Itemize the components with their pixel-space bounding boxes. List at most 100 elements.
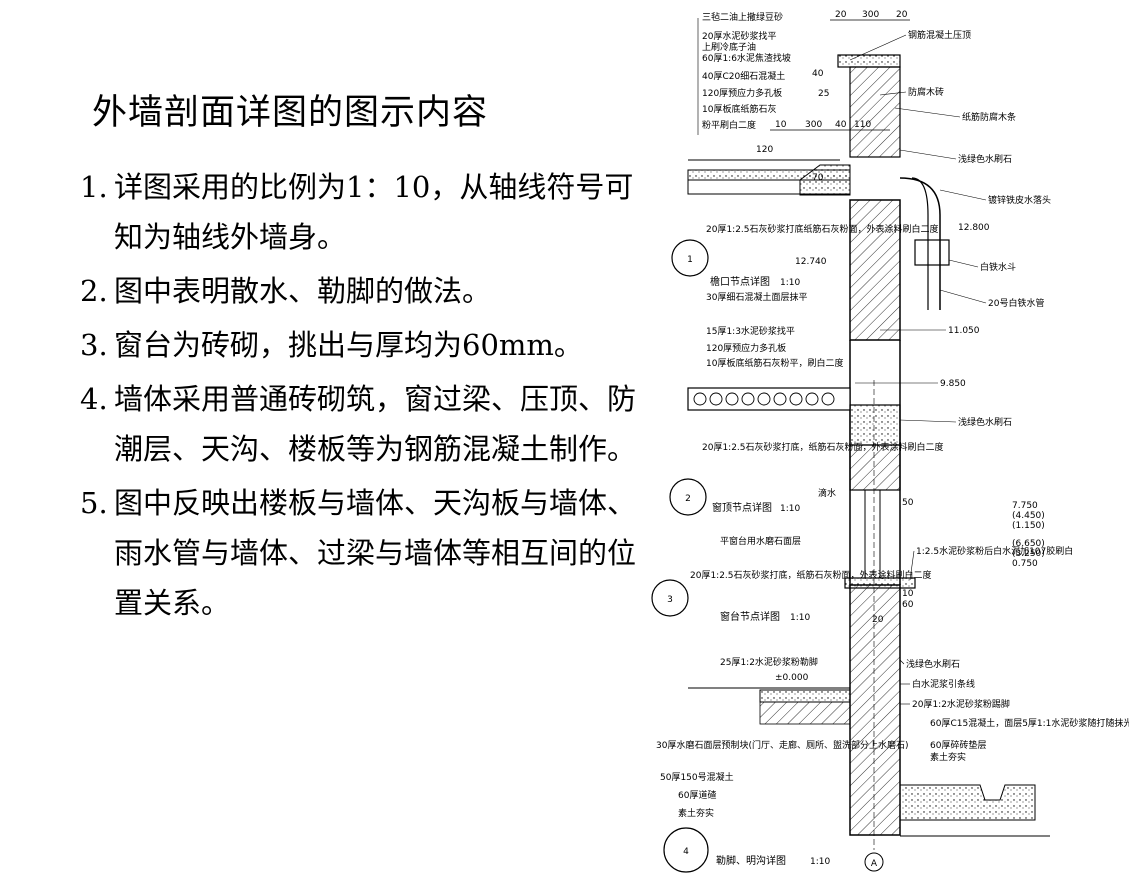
rain-hopper bbox=[914, 239, 950, 266]
detail-title: 窗台节点详图 bbox=[720, 610, 780, 623]
elevation-label: 11.050 bbox=[948, 326, 980, 336]
annotation: 60厚1:6水泥焦渣找坡 bbox=[702, 52, 791, 64]
dimension-label: 300 bbox=[805, 120, 822, 130]
annotation: 20厚1:2.5石灰砂浆打底纸筋石灰粉面，外表涂料刷白二度 bbox=[706, 223, 939, 235]
annotation: 30厚细石混凝土面层抹平 bbox=[706, 291, 807, 303]
dimension-label: 25 bbox=[818, 89, 829, 99]
detail-number: 3 bbox=[667, 595, 673, 605]
elevation-label: 12.740 bbox=[795, 257, 827, 267]
parapet bbox=[849, 66, 901, 158]
annotation: 20号白铁水管 bbox=[988, 297, 1044, 309]
dimension-label: 20 bbox=[872, 615, 884, 625]
left-annotations: 三毡二油上撒绿豆砂 20厚水泥砂浆找平 上刷冷底子油 60厚1:6水泥焦渣找坡 … bbox=[656, 11, 944, 819]
elevation-label: (4.450) bbox=[1012, 511, 1045, 521]
item-number: 4. bbox=[80, 382, 108, 416]
annotation: 1:2.5水泥砂浆粉后白水泥加107胶刷白 bbox=[916, 545, 1073, 557]
detail-circle-4 bbox=[663, 827, 709, 873]
dimension-label: 70 bbox=[812, 173, 824, 183]
annotation: 40厚C20细石混凝土 bbox=[702, 70, 785, 82]
detail-circle-2 bbox=[669, 478, 707, 516]
downpipe bbox=[899, 177, 941, 310]
list-item: 5.图中反映出楼板与墙体、天沟板与墙体、雨水管与墙体、过梁与墙体等相互间的位置关… bbox=[80, 478, 640, 628]
elevation-label: ±0.000 bbox=[775, 673, 809, 683]
annotation: 10厚板底纸筋石灰 bbox=[702, 103, 776, 115]
annotation: 滴水 bbox=[818, 487, 836, 499]
detail-title: 勒脚、明沟详图 bbox=[716, 854, 786, 867]
dimension-label: 300 bbox=[862, 10, 879, 20]
right-annotations: 钢筋混凝土压顶 防腐木砖 纸筋防腐木条 浅绿色水刷石 镀锌铁皮水落头 白铁水斗 … bbox=[906, 29, 1129, 763]
elevation-label: 7.750 bbox=[1012, 501, 1038, 511]
dimension-label: 40 bbox=[835, 120, 847, 130]
ground-floor bbox=[759, 689, 851, 703]
list-item: 1.详图采用的比例为1：10，从轴线符号可知为轴线外墙身。 bbox=[80, 162, 640, 262]
coping bbox=[837, 54, 901, 68]
annotation: 白铁水斗 bbox=[980, 261, 1016, 273]
item-number: 2. bbox=[80, 274, 108, 308]
annotation: 纸筋防腐木条 bbox=[962, 111, 1016, 123]
dimension-label: 110 bbox=[854, 120, 871, 130]
brick-wall-lower bbox=[849, 584, 901, 836]
detail-circle-1 bbox=[671, 239, 709, 277]
annotation: 30厚水磨石面层预制块(门厅、走廊、厕所、盥洗部分上水磨石) bbox=[656, 739, 908, 751]
annotation: 平窗台用水磨石面层 bbox=[720, 535, 801, 547]
detail-circle-3 bbox=[651, 579, 689, 617]
annotation: 素土夯实 bbox=[930, 751, 966, 763]
detail-title: 檐口节点详图 bbox=[710, 275, 770, 288]
annotation: 浅绿色水刷石 bbox=[958, 416, 1012, 428]
annotation: 镀锌铁皮水落头 bbox=[988, 194, 1051, 206]
item-text: 窗台为砖砌，挑出与厚均为60mm。 bbox=[114, 328, 583, 362]
elevation-label: (3.250) bbox=[1012, 549, 1045, 559]
list-item: 3.窗台为砖砌，挑出与厚均为60mm。 bbox=[80, 320, 640, 370]
annotation: 25厚1:2水泥砂浆粉勒脚 bbox=[720, 656, 818, 668]
annotation: 120厚预应力多孔板 bbox=[706, 342, 786, 354]
wall-section-drawing: A 1 檐口节点详图 1:10 2 窗顶节点详图 1:10 3 窗台节点详图 1… bbox=[651, 10, 1129, 873]
elevation-label: 12.800 bbox=[958, 223, 990, 233]
dimension-label: 40 bbox=[812, 69, 824, 79]
floor-slab bbox=[687, 387, 851, 411]
annotation: 10厚板底纸筋石灰粉平，刷白二度 bbox=[706, 357, 843, 369]
dimension-label: 20 bbox=[835, 10, 847, 20]
content-list: 1.详图采用的比例为1：10，从轴线符号可知为轴线外墙身。 2.图中表明散水、勒… bbox=[80, 162, 640, 632]
dimension-label: 60 bbox=[902, 600, 914, 610]
detail-number: 2 bbox=[685, 494, 691, 504]
annotation: 15厚1:3水泥砂浆找平 bbox=[706, 325, 795, 337]
dimension-label: 120 bbox=[756, 145, 773, 155]
axis-symbol: A bbox=[871, 859, 878, 869]
annotation: 20厚1:2.5石灰砂浆打底，纸筋石灰粉面，外表涂料刷白二度 bbox=[690, 569, 932, 581]
annotation: 粉平刷白二度 bbox=[702, 119, 756, 131]
item-text: 图中表明散水、勒脚的做法。 bbox=[114, 274, 492, 308]
item-text: 图中反映出楼板与墙体、天沟板与墙体、雨水管与墙体、过梁与墙体等相互间的位置关系。 bbox=[114, 486, 637, 620]
apron-drain bbox=[899, 784, 1036, 821]
annotation: 防腐木砖 bbox=[908, 86, 944, 98]
detail-title: 窗顶节点详图 bbox=[712, 501, 772, 514]
annotation: 60厚道碴 bbox=[678, 789, 716, 801]
annotation: 钢筋混凝土压顶 bbox=[908, 29, 971, 41]
annotation: 60厚碎砖垫层 bbox=[930, 739, 986, 751]
elevation-label: (1.150) bbox=[1012, 521, 1045, 531]
item-number: 3. bbox=[80, 328, 108, 362]
axis-circle bbox=[864, 852, 884, 872]
elevation-label: 0.750 bbox=[1012, 559, 1038, 569]
annotation: 素土夯实 bbox=[678, 807, 714, 819]
annotation: 60厚C15混凝土，面层5厚1:1水泥砂浆随打随抹光 bbox=[930, 717, 1129, 729]
elevation-label: (6.650) bbox=[1012, 539, 1045, 549]
annotation: 20厚1:2.5石灰砂浆打底，纸筋石灰粉面，外表涂料刷白二度 bbox=[702, 441, 944, 453]
detail-scale: 1:10 bbox=[810, 857, 830, 867]
list-item: 2.图中表明散水、勒脚的做法。 bbox=[80, 266, 640, 316]
slide-title: 外墙剖面详图的图示内容 bbox=[92, 93, 489, 133]
item-text: 墙体采用普通砖砌筑，窗过梁、压顶、防潮层、天沟、楼板等为钢筋混凝土制作。 bbox=[114, 382, 637, 466]
dimension-label: 10 bbox=[775, 120, 787, 130]
dimension-label: 20 bbox=[896, 10, 908, 20]
detail-scale: 1:10 bbox=[780, 504, 800, 514]
elevation-label: 9.850 bbox=[940, 379, 966, 389]
detail-number: 4 bbox=[683, 847, 689, 857]
item-number: 5. bbox=[80, 486, 108, 520]
detail-number: 1 bbox=[687, 255, 693, 265]
item-number: 1. bbox=[80, 170, 108, 204]
annotation: 20厚水泥砂浆找平 bbox=[702, 30, 776, 42]
list-item: 4.墙体采用普通砖砌筑，窗过梁、压顶、防潮层、天沟、楼板等为钢筋混凝土制作。 bbox=[80, 374, 640, 474]
gutter bbox=[799, 164, 851, 196]
detail-scale: 1:10 bbox=[790, 613, 810, 623]
brick-wall-upper bbox=[849, 199, 901, 341]
annotation: 浅绿色水刷石 bbox=[906, 658, 960, 670]
